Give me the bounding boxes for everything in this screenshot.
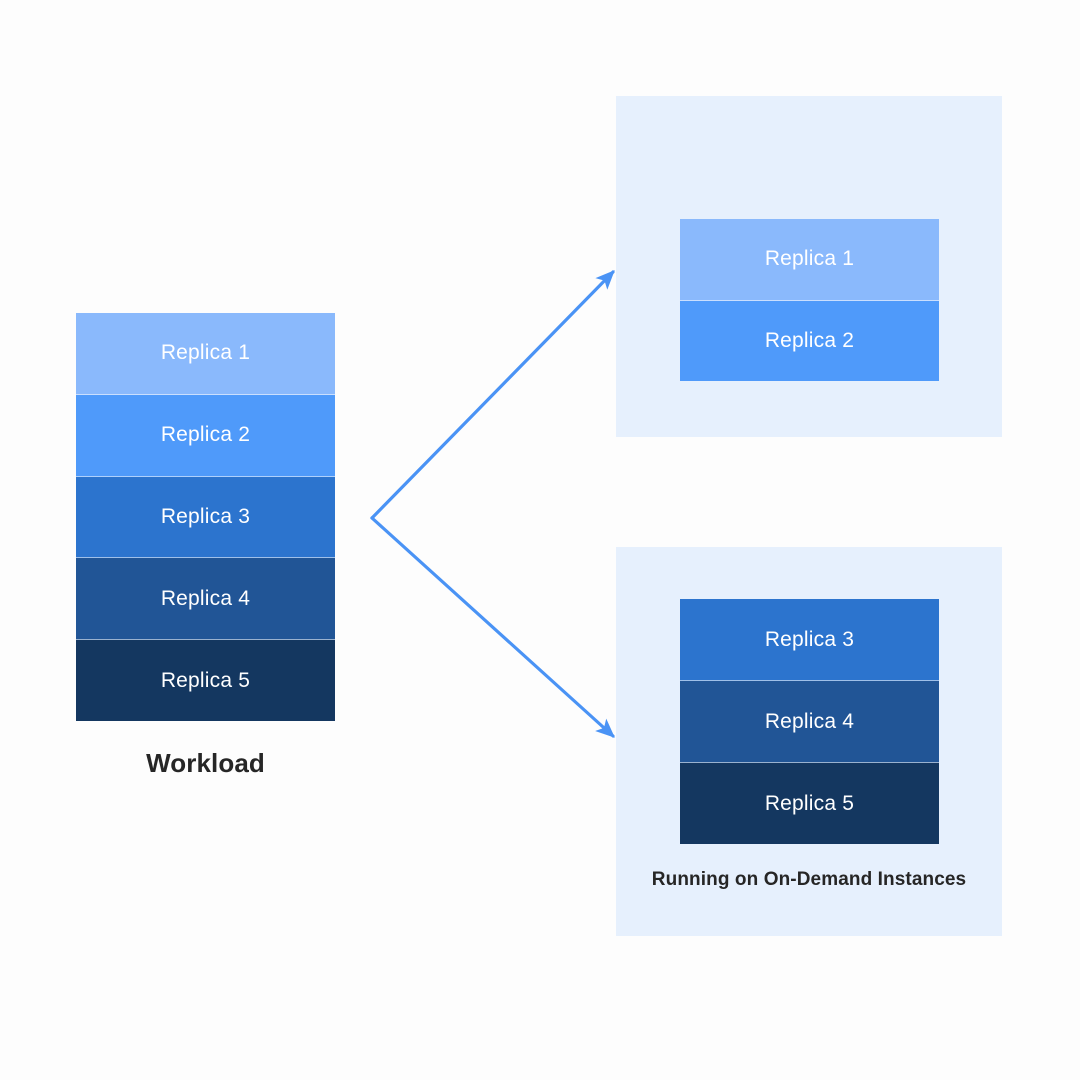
- group-panel-on-demand-title: Running on On-Demand Instances: [651, 869, 967, 890]
- workload-replica-3-label: Replica 3: [160, 504, 251, 528]
- on-demand-replica-4: Replica 4: [680, 681, 939, 763]
- workload-replica-2-label: Replica 2: [160, 423, 251, 447]
- group-panel-on-demand-stack: Replica 3 Replica 4 Replica 5: [680, 599, 939, 844]
- group-panel-spot: Running on Spot Instances Replica 1 Repl…: [616, 96, 1002, 437]
- workload-replica-5-label: Replica 5: [160, 668, 251, 692]
- workload-replica-3: Replica 3: [76, 476, 335, 559]
- workload-replica-1-label: Replica 1: [160, 341, 251, 365]
- spot-replica-2: Replica 2: [680, 300, 939, 381]
- arrow-to-spot: [370, 270, 615, 520]
- workload-replica-4-label: Replica 4: [160, 586, 251, 610]
- spot-replica-2-label: Replica 2: [764, 328, 855, 352]
- on-demand-replica-5: Replica 5: [680, 763, 939, 844]
- spot-replica-1-label: Replica 1: [764, 247, 855, 271]
- on-demand-replica-3: Replica 3: [680, 599, 939, 681]
- workload-caption: Workload: [146, 748, 265, 778]
- on-demand-replica-5-label: Replica 5: [764, 791, 855, 815]
- workload-replica-4: Replica 4: [76, 558, 335, 641]
- workload-replica-5: Replica 5: [76, 640, 335, 721]
- workload-replica-1: Replica 1: [76, 313, 335, 395]
- arrow-to-on-demand: [370, 516, 615, 738]
- workload-replica-2: Replica 2: [76, 394, 335, 477]
- group-panel-on-demand: Replica 3 Replica 4 Replica 5 Running on…: [616, 547, 1002, 936]
- on-demand-replica-3-label: Replica 3: [764, 627, 855, 651]
- spot-replica-1: Replica 1: [680, 219, 939, 301]
- on-demand-replica-4-label: Replica 4: [764, 709, 855, 733]
- group-panel-spot-stack: Replica 1 Replica 2: [680, 219, 939, 381]
- workload-replica-stack: Replica 1 Replica 2 Replica 3 Replica 4 …: [76, 313, 335, 721]
